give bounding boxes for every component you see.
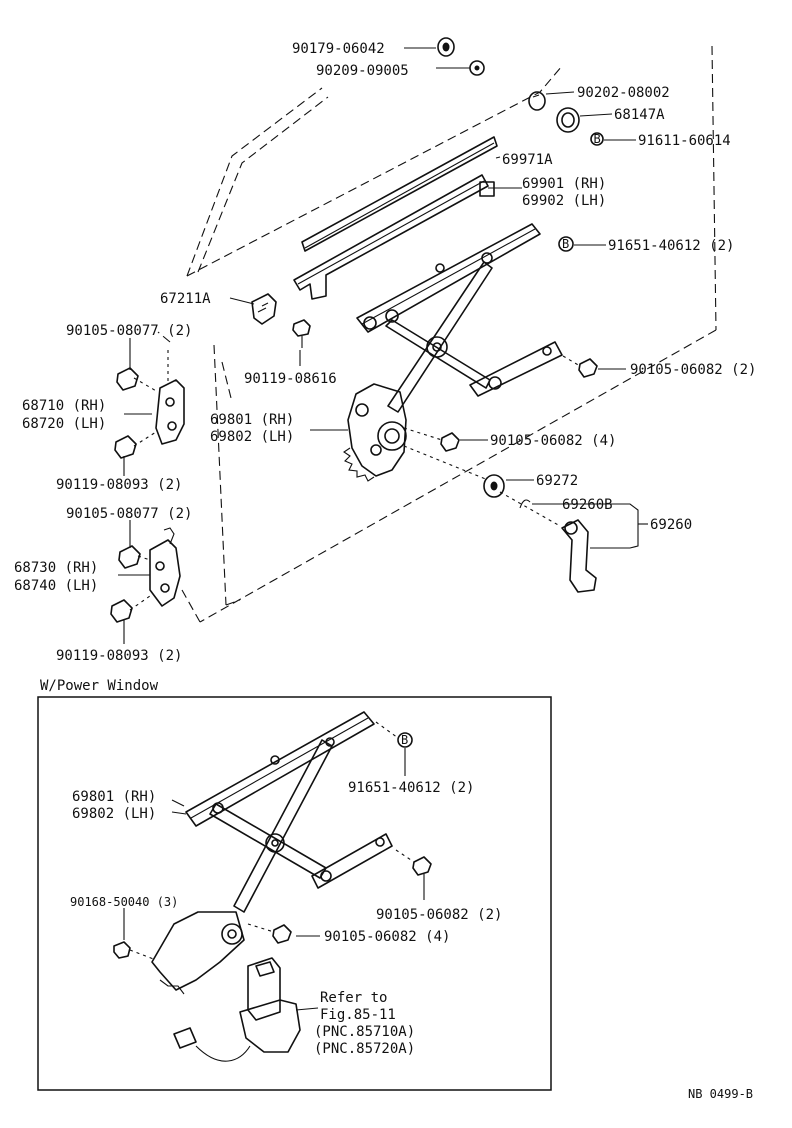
- label-90105-06082-right: 90105-06082 (2): [630, 362, 756, 378]
- label-69901-rh: 69901 (RH): [522, 176, 606, 192]
- label-90105-06082-center: 90105-06082 (4): [490, 433, 616, 449]
- clip-69260b: [519, 499, 531, 509]
- label-90179-06042: 90179-06042: [292, 41, 385, 57]
- power-window-title: W/Power Window: [40, 678, 159, 694]
- label-refer-to: Refer to: [320, 990, 387, 1006]
- bolts-hinge: [110, 367, 159, 623]
- label-69260: 69260: [650, 517, 692, 533]
- seal-68147a: [556, 107, 580, 133]
- regulator-manual: [343, 223, 563, 482]
- label-90105-08077-lower: 90105-08077 (2): [66, 506, 192, 522]
- label-90105-06082-power-right: 90105-06082 (2): [376, 907, 502, 923]
- label-refer-pnc2: (PNC.85720A): [314, 1041, 415, 1057]
- bolts-power: B: [113, 721, 432, 961]
- label-68740-lh: 68740 (LH): [14, 578, 98, 594]
- label-90119-08616: 90119-08616: [244, 371, 337, 387]
- bolt-90119-08616: [292, 319, 311, 348]
- label-68147a: 68147A: [614, 107, 665, 123]
- grommet-90179: [437, 37, 455, 57]
- labels: 90179-06042 90209-09005 90202-08002 6814…: [14, 41, 756, 1101]
- washer-69272: [483, 474, 505, 498]
- bolt-90105-06082-right: [562, 355, 598, 378]
- label-69802-lh-top: 69802 (LH): [210, 429, 294, 445]
- svg-text:B: B: [562, 237, 569, 251]
- label-90119-08093-upper: 90119-08093 (2): [56, 477, 182, 493]
- label-91651-40612-power: 91651-40612 (2): [348, 780, 474, 796]
- handle-69260: [561, 519, 597, 593]
- label-91651-40612-top: 91651-40612 (2): [608, 238, 734, 254]
- svg-text:B: B: [401, 733, 408, 747]
- door-outline: [157, 45, 717, 623]
- leaders-power: [123, 748, 425, 1011]
- label-90168-50040: 90168-50040 (3): [70, 895, 178, 909]
- label-90209-09005: 90209-09005: [316, 63, 409, 79]
- label-68720-lh: 68720 (LH): [22, 416, 106, 432]
- label-91611-60614: 91611-60614: [638, 133, 731, 149]
- label-69802-lh-power: 69802 (LH): [72, 806, 156, 822]
- label-90105-08077-upper: 90105-08077 (2): [66, 323, 192, 339]
- label-90105-06082-power-center: 90105-06082 (4): [324, 929, 450, 945]
- label-69801-rh-power: 69801 (RH): [72, 789, 156, 805]
- bolt-91651-top: B: [558, 236, 574, 252]
- bolt-90105-06082-center: [403, 427, 460, 452]
- label-69902-lh: 69902 (LH): [522, 193, 606, 209]
- channel-69971a: [301, 136, 498, 252]
- motor: [173, 957, 301, 1062]
- power-window-box: [37, 696, 552, 1091]
- label-90202-08002: 90202-08002: [577, 85, 670, 101]
- bolt-91611: B: [590, 132, 604, 146]
- label-68710-rh: 68710 (RH): [22, 398, 106, 414]
- label-90119-08093-lower: 90119-08093 (2): [56, 648, 182, 664]
- label-67211a: 67211A: [160, 291, 211, 307]
- leaders-top: [118, 47, 648, 644]
- label-refer-pnc1: (PNC.85710A): [314, 1024, 415, 1040]
- clip-90202: [528, 91, 546, 111]
- regulator-power: [151, 711, 393, 995]
- channel-69901: [293, 174, 495, 300]
- label-69971a: 69971A: [502, 152, 553, 168]
- label-refer-fig: Fig.85-11: [320, 1007, 396, 1023]
- figure-code: NB 0499-B: [688, 1087, 753, 1101]
- stopper-67211a: [251, 293, 277, 325]
- hinge-lower: [149, 527, 181, 607]
- label-69272: 69272: [536, 473, 578, 489]
- label-68730-rh: 68730 (RH): [14, 560, 98, 576]
- label-69801-rh-top: 69801 (RH): [210, 412, 294, 428]
- plug-90209: [469, 60, 485, 76]
- svg-text:B: B: [594, 132, 601, 146]
- label-69260b: 69260B: [562, 497, 613, 513]
- hinge-upper: [155, 350, 185, 445]
